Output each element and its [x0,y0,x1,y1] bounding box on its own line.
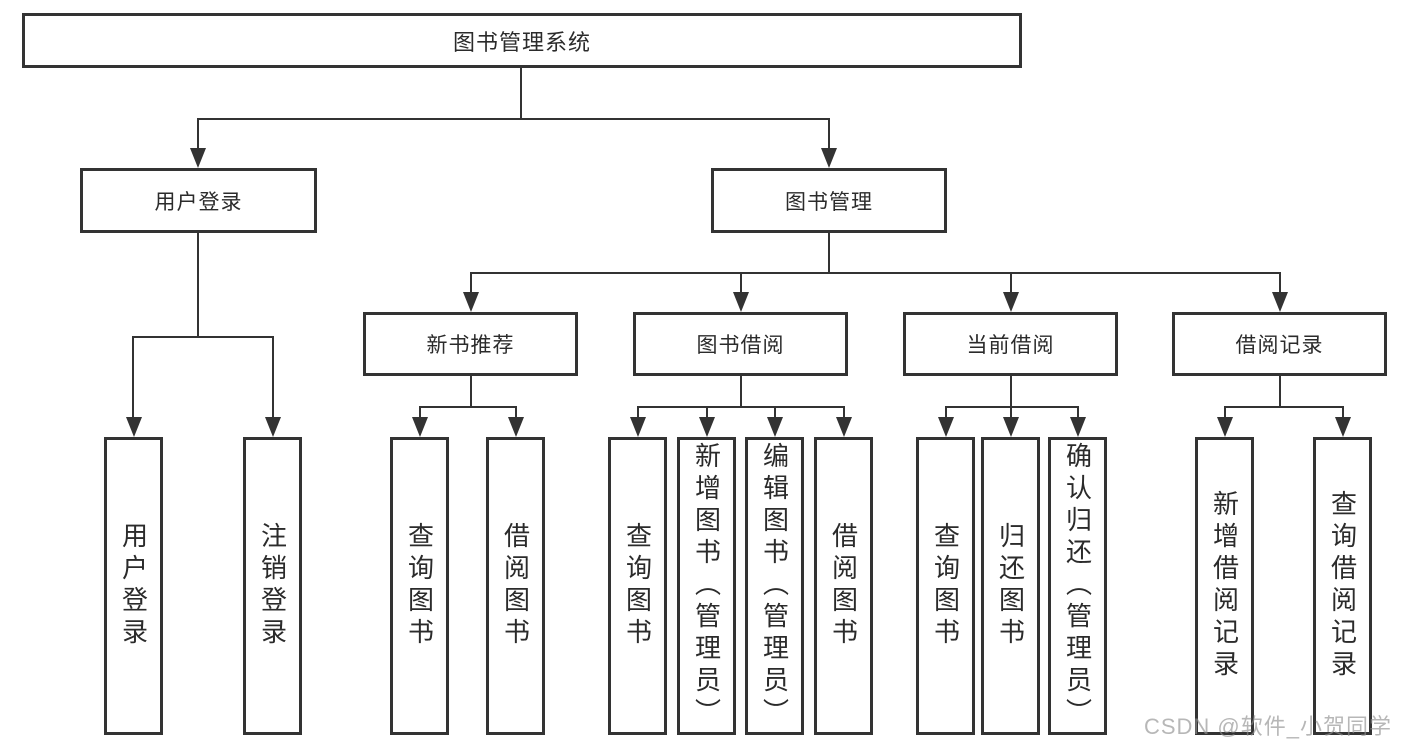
node-book-management: 图书管理 [711,168,947,233]
connector-drop [843,406,845,419]
leaf-logout: 注销登录 [243,437,302,735]
leaf-label: 注销登录 [257,522,288,650]
leaf-label: 编辑图书（管理员） [759,442,790,730]
leaf-borrow-edit-books-admin: 编辑图书（管理员） [745,437,804,735]
arrow-down-icon [265,417,281,437]
connector-drop [706,406,708,419]
connector-rail [637,406,844,408]
arrow-down-icon [1003,292,1019,312]
arrow-down-icon [630,417,646,437]
connector-rail [470,272,1280,274]
leaf-current-return-books: 归还图书 [981,437,1040,735]
arrow-down-icon [1217,417,1233,437]
connector-drop [197,118,199,150]
arrow-down-icon [836,417,852,437]
leaf-borrow-query-books: 查询图书 [608,437,667,735]
connector-drop [1342,406,1344,419]
leaf-records-add-record: 新增借阅记录 [1195,437,1254,735]
leaf-borrow-borrow-books: 借阅图书 [814,437,873,735]
leaf-label: 查询借阅记录 [1327,490,1358,682]
leaf-newrec-query-books: 查询图书 [390,437,449,735]
connector-stem [1279,376,1281,406]
leaf-label: 借阅图书 [828,522,859,650]
leaf-label: 查询图书 [404,522,435,650]
connector-stem [1010,376,1012,406]
connector-drop [1224,406,1226,419]
connector-drop [470,272,472,296]
arrow-down-icon [508,417,524,437]
connector-drop [515,406,517,419]
connector-drop [774,406,776,419]
node-label: 当前借阅 [966,334,1055,357]
connector-rail [1224,406,1343,408]
connector-drop [1279,272,1281,296]
leaf-label: 查询图书 [930,522,961,650]
connector-drop [828,118,830,150]
arrow-down-icon [1003,417,1019,437]
arrow-down-icon [1070,417,1086,437]
leaf-label: 借阅图书 [500,522,531,650]
connector-drop [132,336,134,419]
node-book-borrow: 图书借阅 [633,312,848,376]
connector-drop [740,272,742,296]
node-label: 图书借阅 [696,334,785,357]
arrow-down-icon [412,417,428,437]
connector-drop [1010,272,1012,296]
node-label: 图书管理 [785,190,873,214]
arrow-down-icon [938,417,954,437]
arrow-down-icon [190,148,206,168]
node-label: 新书推荐 [426,334,515,357]
csdn-watermark: CSDN @软件_小贺同学 [1143,714,1392,739]
leaf-label: 归还图书 [995,522,1026,650]
connector-drop [1077,406,1079,419]
connector-stem [828,233,830,272]
node-user-login: 用户登录 [80,168,317,233]
leaf-user-login: 用户登录 [104,437,163,735]
arrow-down-icon [463,292,479,312]
leaf-label: 用户登录 [118,522,149,650]
connector-stem [740,376,742,406]
connector-stem [197,233,199,336]
connector-drop [419,406,421,419]
connector-root-rail [197,118,830,120]
node-library-system: 图书管理系统 [22,13,1022,68]
arrow-down-icon [1335,417,1351,437]
leaf-label: 新增图书（管理员） [691,442,722,730]
node-label: 借阅记录 [1235,334,1324,357]
connector-root-stem [520,68,522,118]
node-label: 图书管理系统 [452,29,591,55]
connector-rail [419,406,516,408]
node-current-borrow: 当前借阅 [903,312,1118,376]
leaf-records-query-record: 查询借阅记录 [1313,437,1372,735]
leaf-current-query-books: 查询图书 [916,437,975,735]
arrow-down-icon [1272,292,1288,312]
connector-drop [945,406,947,419]
leaf-borrow-add-books-admin: 新增图书（管理员） [677,437,736,735]
connector-drop [272,336,274,419]
leaf-label: 查询图书 [622,522,653,650]
leaf-current-confirm-return-admin: 确认归还（管理员） [1048,437,1107,735]
connector-stem [470,376,472,406]
node-borrow-records: 借阅记录 [1172,312,1387,376]
leaf-label: 确认归还（管理员） [1062,442,1093,730]
connector-drop [637,406,639,419]
arrow-down-icon [767,417,783,437]
arrow-down-icon [699,417,715,437]
arrow-down-icon [821,148,837,168]
node-new-book-recommend: 新书推荐 [363,312,578,376]
arrow-down-icon [733,292,749,312]
connector-rail [132,336,274,338]
node-label: 用户登录 [154,190,243,214]
connector-drop [1010,406,1012,419]
arrow-down-icon [126,417,142,437]
leaf-label: 新增借阅记录 [1209,490,1240,682]
leaf-newrec-borrow-books: 借阅图书 [486,437,545,735]
